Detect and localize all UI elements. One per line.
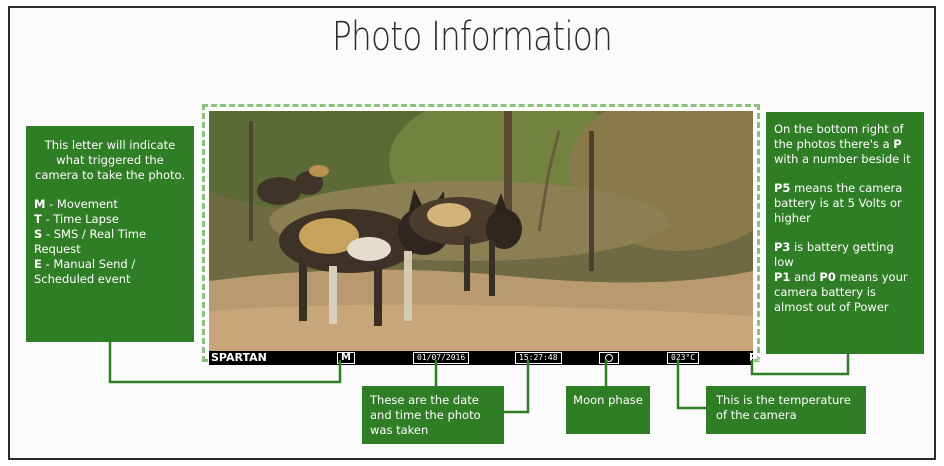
trigger-code-label: E [34,257,42,271]
photo-date: 01/07/2016 [413,352,470,364]
power-text: is battery getting low [774,240,894,269]
trigger-desc: - Manual Send / Scheduled event [34,257,136,286]
temperature-callout: This is the temperature of the camera [706,386,866,434]
trigger-item-s: S - SMS / Real Time Request [34,227,186,257]
trigger-item-m: M - Movement [34,197,186,212]
power-p5: P5 means the camera battery is at 5 Volt… [774,181,916,226]
page-title: Photo Information [332,14,613,60]
power-callout: On the bottom right of the photos there'… [766,112,924,354]
trigger-desc: - Time Lapse [41,212,119,226]
power-p1-p0: P1 and P0 means your camera battery is a… [774,270,916,315]
camera-brand: SPARTAN [211,351,267,364]
trigger-desc: - SMS / Real Time Request [34,227,147,256]
power-text: means the camera battery is at 5 Volts o… [774,181,903,225]
power-code: P5 [774,181,791,195]
moon-phase-callout: Moon phase [566,386,650,434]
trigger-code-label: S [34,227,43,241]
photo-frame: SPARTAN M 01/07/2016 15:27:48 023°C P5 [202,104,765,365]
trigger-code: M [337,352,355,364]
power-p3: P3 is battery getting low [774,240,916,270]
trigger-code-label: T [34,212,42,226]
wild-dogs-scene [209,111,753,351]
trigger-intro: This letter will indicate what triggered… [35,138,185,182]
power-level: P5 [749,351,765,364]
trigger-item-t: T - Time Lapse [34,212,186,227]
camera-temperature: 023°C [667,352,700,364]
date-time-callout: These are the date and time the photo wa… [362,386,504,444]
camera-status-bar: SPARTAN M 01/07/2016 15:27:48 023°C P5 [209,351,765,365]
power-intro: On the bottom right of the photos there'… [774,122,916,167]
power-text: with a number beside it [774,152,911,166]
power-text: On the bottom right of the photos there'… [774,122,904,151]
power-text: and [790,270,820,284]
power-code: P3 [774,240,791,254]
trigger-desc: - Movement [45,197,118,211]
trail-camera-photo [209,111,753,351]
trigger-code-label: M [34,197,46,211]
trigger-callout: This letter will indicate what triggered… [26,126,194,342]
photo-time: 15:27:48 [515,352,562,364]
trigger-item-e: E - Manual Send / Scheduled event [34,257,186,287]
power-code: P1 [774,270,791,284]
power-text: means your camera battery is almost out … [774,270,908,314]
moon-phase-icon [599,352,619,364]
power-letter: P [893,137,902,151]
power-code: P0 [819,270,836,284]
